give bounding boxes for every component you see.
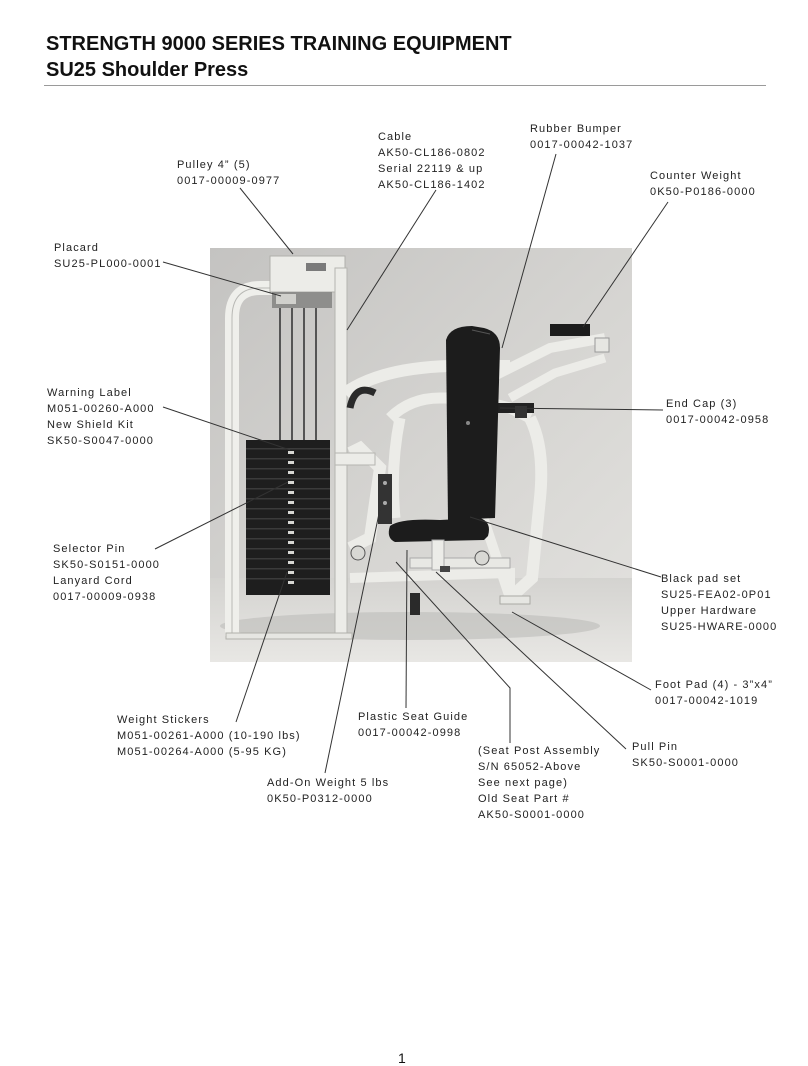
callout-line: (Seat Post Assembly <box>478 745 601 757</box>
callout-line: 0017-00042-0958 <box>666 414 770 426</box>
callout-counter-weight: Counter Weight 0K50-P0186-0000 <box>650 168 756 200</box>
callout-line: S/N 65052-Above <box>478 761 582 773</box>
callout-line: Add-On Weight 5 lbs <box>267 777 390 789</box>
callout-line: Rubber Bumper <box>530 123 622 135</box>
callout-line: SK50-S0047-0000 <box>47 435 155 447</box>
callout-line: Foot Pad (4) - 3”x4” <box>655 679 773 691</box>
header-rule <box>44 85 766 86</box>
callout-line: Weight Stickers <box>117 714 210 726</box>
callout-black-pad-set: Black pad set SU25-FEA02-0P01 Upper Hard… <box>661 571 777 635</box>
callout-line: 0017-00042-1019 <box>655 695 759 707</box>
callout-line: 0017-00042-1037 <box>530 139 634 151</box>
page-title: STRENGTH 9000 SERIES TRAINING EQUIPMENT <box>46 33 512 55</box>
callout-line: End Cap (3) <box>666 398 738 410</box>
callout-line: Selector Pin <box>53 543 126 555</box>
callout-foot-pad: Foot Pad (4) - 3”x4” 0017-00042-1019 <box>655 677 773 709</box>
callout-line: Warning Label <box>47 387 132 399</box>
callout-line: See next page) <box>478 777 569 789</box>
callout-end-cap: End Cap (3) 0017-00042-0958 <box>666 396 769 428</box>
callout-line: Placard <box>54 242 99 254</box>
callout-selector-pin: Selector Pin SK50-S0151-0000 Lanyard Cor… <box>53 541 160 605</box>
callout-placard: Placard SU25-PL000-0001 <box>54 240 162 272</box>
leader-pulley <box>239 187 294 255</box>
callout-line: Upper Hardware <box>661 605 758 617</box>
page-subtitle: SU25 Shoulder Press <box>46 59 249 81</box>
callout-add-on-weight: Add-On Weight 5 lbs 0K50-P0312-0000 <box>267 775 389 807</box>
shoulder-press-photo <box>210 248 632 662</box>
callout-line: New Shield Kit <box>47 419 134 431</box>
callout-line: 0017-00042-0998 <box>358 727 462 739</box>
callout-line: AK50-CL186-0802 <box>378 147 486 159</box>
callout-line: SK50-S0001-0000 <box>632 757 740 769</box>
callout-line: 0017-00009-0938 <box>53 591 157 603</box>
callout-line: Pulley 4” (5) <box>177 159 251 171</box>
callout-line: Plastic Seat Guide <box>358 711 469 723</box>
callout-warning-label: Warning Label M051-00260-A000 New Shield… <box>47 385 155 449</box>
callout-line: SK50-S0151-0000 <box>53 559 161 571</box>
page-number: 1 <box>398 1050 406 1066</box>
callout-line: Black pad set <box>661 573 742 585</box>
callout-line: SU25-HWARE-0000 <box>661 621 778 633</box>
callout-line: Serial 22119 & up <box>378 163 484 175</box>
callout-line: SU25-FEA02-0P01 <box>661 589 772 601</box>
callout-cable: Cable AK50-CL186-0802 Serial 22119 & up … <box>378 129 486 193</box>
callout-pull-pin: Pull Pin SK50-S0001-0000 <box>632 739 739 771</box>
callout-rubber-bumper: Rubber Bumper 0017-00042-1037 <box>530 121 633 153</box>
callout-line: AK50-CL186-1402 <box>378 179 486 191</box>
callout-weight-stickers: Weight Stickers M051-00261-A000 (10-190 … <box>117 712 301 760</box>
callout-line: Old Seat Part # <box>478 793 570 805</box>
callout-line: M051-00264-A000 (5-95 KG) <box>117 746 287 758</box>
callout-line: Cable <box>378 131 413 143</box>
callout-line: SU25-PL000-0001 <box>54 258 162 270</box>
callout-line: M051-00260-A000 <box>47 403 155 415</box>
callout-pulley: Pulley 4” (5) 0017-00009-0977 <box>177 157 280 189</box>
callout-line: Lanyard Cord <box>53 575 133 587</box>
callout-line: Counter Weight <box>650 170 742 182</box>
callout-line: 0K50-P0312-0000 <box>267 793 373 805</box>
callout-line: AK50-S0001-0000 <box>478 809 586 821</box>
callout-line: 0017-00009-0977 <box>177 175 281 187</box>
callout-line: Pull Pin <box>632 741 679 753</box>
callout-plastic-seat-guide: Plastic Seat Guide 0017-00042-0998 <box>358 709 468 741</box>
callout-line: M051-00261-A000 (10-190 lbs) <box>117 730 301 742</box>
callout-seat-post-assembly: (Seat Post Assembly S/N 65052-Above See … <box>478 743 600 823</box>
callout-line: 0K50-P0186-0000 <box>650 186 756 198</box>
